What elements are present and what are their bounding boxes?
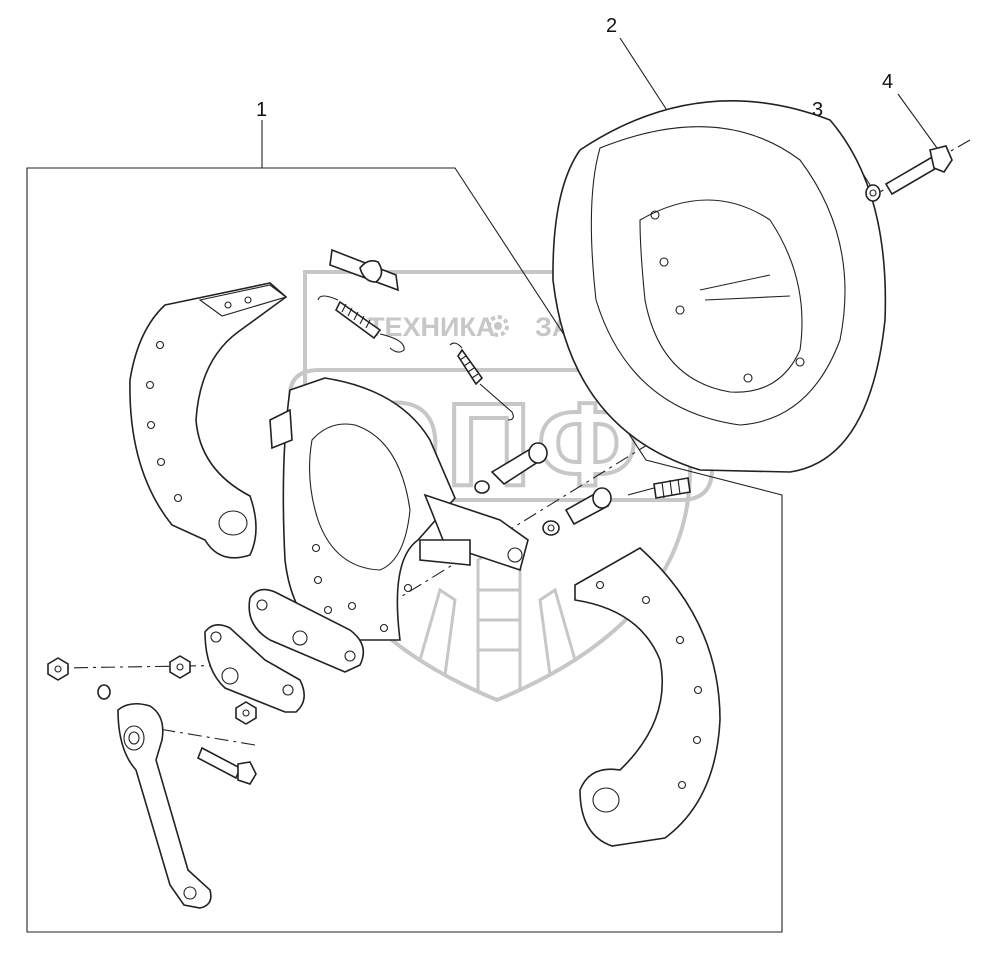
anchor-pin [329, 248, 399, 292]
bolt-lower [196, 746, 257, 785]
bolt [884, 145, 953, 196]
link-plate-outer [248, 588, 365, 673]
nut-mid [169, 655, 191, 679]
washer-lower [542, 520, 560, 536]
washer [865, 184, 881, 202]
nut-left [47, 657, 69, 681]
gear-icon [487, 315, 509, 337]
return-spring-right [627, 477, 691, 499]
nut-lower [235, 701, 257, 725]
wheat-icon [418, 543, 577, 690]
return-spring-middle [449, 342, 514, 421]
callout-1: 1 [256, 99, 267, 121]
return-spring-upper [317, 295, 405, 353]
washer-upper [474, 480, 490, 494]
callout-2: 2 [606, 15, 617, 37]
brake-lever [117, 702, 212, 909]
callout-4: 4 [882, 71, 893, 93]
callout-3: 3 [812, 99, 823, 121]
lower-brake-shoe [574, 547, 721, 847]
pin-upper [490, 442, 548, 486]
pin-lower [564, 487, 612, 526]
brake-drum [552, 100, 887, 473]
upper-brake-shoe [129, 282, 288, 559]
washer-left [97, 684, 111, 700]
watermark-text-left: ТЕХНИКА [368, 312, 495, 342]
backing-plate [269, 377, 529, 641]
link-plate-inner [204, 624, 305, 713]
